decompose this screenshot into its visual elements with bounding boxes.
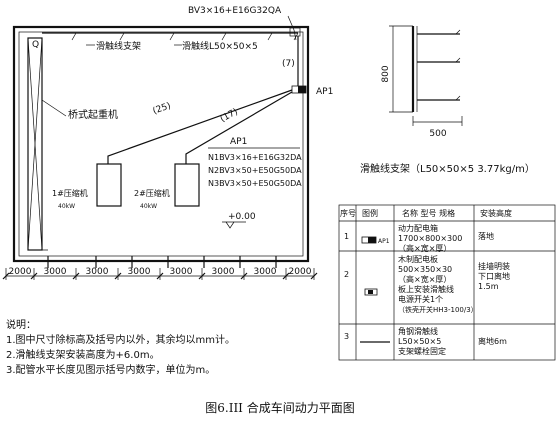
- dimension-span-label: 2000: [9, 267, 32, 277]
- legend-row-1-install: 落地: [478, 232, 494, 241]
- legend-symbol-ap1: [361, 236, 377, 244]
- dimension-labels: 2000 3000 3000 3000 3000 3000 3000 2000: [9, 267, 312, 277]
- support-detail-drawing: [389, 25, 463, 126]
- legend-row-1-name: 动力配电箱 1700×800×300 （高×宽×厚）: [398, 224, 463, 253]
- conduit-25: [107, 89, 293, 164]
- compressor-1-power: 40kW: [58, 203, 75, 210]
- trolley-support-label: 滑触线支架: [96, 40, 141, 52]
- trolley-line-label: 滑触线L50×50×5: [182, 40, 258, 52]
- dimension-span-label: 3000: [254, 267, 277, 277]
- column-stubs: [47, 256, 277, 268]
- ap1-right-label: AP1: [316, 87, 333, 97]
- top-cable-label: BV3×16+E16G32QA: [188, 6, 282, 16]
- crane-leader: [41, 99, 67, 117]
- legend-table-frame: [338, 204, 556, 361]
- circuit-n3: N3BV3×50+E50G50DA: [208, 179, 302, 188]
- detail-width-dim: 500: [429, 129, 446, 139]
- conduit-17: [185, 91, 293, 164]
- detail-title: 滑触线支架（L50×50×5 3.77kg/m）: [360, 162, 535, 175]
- figure-caption: 图6.III 合成车间动力平面图: [205, 401, 355, 415]
- ap1-circuit-title: AP1: [230, 137, 247, 147]
- circuit-n2: N2BV3×50+E50G50DA: [208, 166, 302, 175]
- compressor-2-label: 2#压缩机: [134, 188, 170, 198]
- legend-row-3-no: 3: [344, 332, 350, 341]
- note-2: 2.滑触线支架安装高度为+6.0m。: [6, 350, 160, 361]
- legend-row-1-no: 1: [344, 232, 350, 241]
- compressor-2-power: 40kW: [140, 203, 157, 210]
- note-1: 1.图中尺寸除标高及括号内以外，其余均以mm计。: [6, 335, 236, 346]
- legend-row-2-name: 木制配电板 500×350×30 （高×宽×厚） 板上安装滑触线 电源开关1个 …: [398, 255, 478, 314]
- ap1-panel-symbol: [291, 85, 307, 94]
- wall-board: [289, 27, 301, 37]
- crane-label: 桥式起重机: [68, 108, 118, 121]
- legend-header-name: 名称 型号 规格: [402, 209, 456, 218]
- len-7: (7): [282, 59, 295, 69]
- trolley-supports: [71, 32, 299, 41]
- legend-row-3-name: 角钢滑触线 L50×50×5 支架螺栓固定: [398, 327, 446, 356]
- dimension-span-label: 3000: [170, 267, 193, 277]
- bridge-crane: [27, 37, 48, 251]
- legend-header-no: 序号: [340, 209, 356, 218]
- dimension-span-label: 3000: [128, 267, 151, 277]
- crane-mark: Q: [32, 40, 39, 50]
- workshop-walls: [12, 25, 310, 263]
- legend-row-3-install: 离地6m: [478, 337, 507, 346]
- compressor-1-label: 1#压缩机: [52, 188, 88, 198]
- legend-row-2-no: 2: [344, 270, 350, 279]
- legend-symbol-ap1-text: AP1: [378, 238, 390, 245]
- dimension-span-label: 3000: [212, 267, 235, 277]
- note-3: 3.配管水平长度见图示括号内数字，单位为m。: [6, 365, 216, 376]
- notes-title: 说明：: [6, 320, 36, 331]
- len-25: (25): [152, 101, 173, 117]
- dimension-span-label: 3000: [44, 267, 67, 277]
- legend-row-2-install: 挂墙明装 下口离地 1.5m: [478, 262, 510, 291]
- dimension-span-label: 2000: [289, 267, 312, 277]
- dimension-chain: 2000 3000 3000 3000 3000 3000 3000 2000: [2, 267, 318, 280]
- dimension-span-label: 3000: [86, 267, 109, 277]
- elevation-label: +0.00: [228, 212, 256, 222]
- dimension-ticks: [2, 268, 318, 280]
- notes-block: 说明： 1.图中尺寸除标高及括号内以外，其余均以mm计。 2.滑触线支架安装高度…: [6, 318, 235, 378]
- compressor-2-body: [174, 163, 200, 207]
- top-cable-leader: [287, 15, 297, 41]
- compressor-1-body: [96, 163, 122, 207]
- circuit-n1: N1BV3×16+E16G32DA: [208, 153, 302, 162]
- legend-header-symbol: 图例: [362, 209, 378, 218]
- detail-height-dim: 800: [381, 65, 391, 82]
- elevation-mark: [222, 221, 246, 229]
- legend-symbol-board: [364, 288, 378, 296]
- legend-header-install: 安装高度: [480, 209, 512, 218]
